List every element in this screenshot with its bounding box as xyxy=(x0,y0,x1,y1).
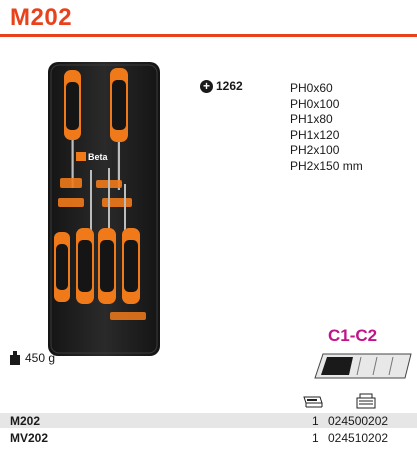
size-item: PH1x120 xyxy=(290,127,340,142)
brand-logo: Beta xyxy=(76,152,109,162)
set-code: + 1262 xyxy=(200,79,243,93)
screwdriver-icon xyxy=(98,228,116,304)
screwdriver-icon xyxy=(110,68,128,190)
weight-value: 450 g xyxy=(25,351,56,365)
weight-icon xyxy=(10,351,20,365)
size-item: PH2x100 xyxy=(290,143,340,158)
product-code: M202 xyxy=(10,414,41,428)
article-number: 024510202 xyxy=(328,431,389,445)
plus-circle-icon: + xyxy=(200,79,213,93)
single-tray-icon xyxy=(303,396,323,408)
screwdriver-icon xyxy=(54,232,70,302)
quantity: 1 xyxy=(312,431,319,445)
screwdriver-icon xyxy=(122,228,140,304)
size-item: PH1x80 xyxy=(290,112,333,127)
size-item: PH2x150 mm xyxy=(290,158,363,173)
table-row: MV202 1 024510202 xyxy=(0,430,417,445)
quantity: 1 xyxy=(312,414,319,428)
screwdriver-icon xyxy=(76,228,94,304)
size-item: PH0x100 xyxy=(290,96,340,111)
tray-type-label: C1-C2 xyxy=(328,326,378,345)
case-with-trays-icon xyxy=(356,393,376,409)
product-code: MV202 xyxy=(10,431,49,445)
tray-diagram-icon xyxy=(314,353,412,379)
screwdriver-icon xyxy=(64,70,81,188)
product-tray-image: Beta xyxy=(48,62,160,356)
table-row: M202 1 024500202 xyxy=(0,413,417,428)
set-code-label: 1262 xyxy=(216,79,243,93)
svg-text:Beta: Beta xyxy=(88,152,109,162)
title-divider xyxy=(0,34,417,37)
size-list: PH0x60 PH0x100 PH1x80 PH1x120 PH2x100 PH… xyxy=(290,81,363,175)
page-title: M202 xyxy=(10,4,73,31)
size-item: PH0x60 xyxy=(290,81,333,95)
article-number: 024500202 xyxy=(328,414,389,428)
weight: 450 g xyxy=(10,351,55,365)
